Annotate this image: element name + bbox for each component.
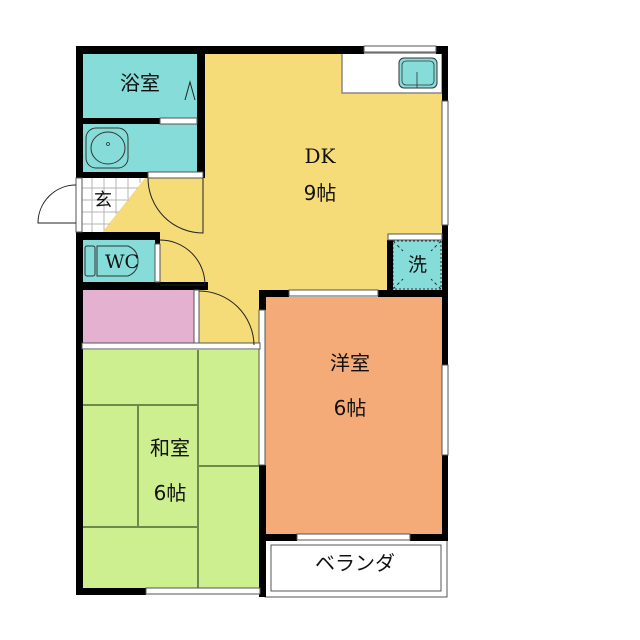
room-label-dk: DK [304, 144, 336, 168]
entrance-dk-slope [100, 175, 205, 235]
room-label-wc: WC [104, 251, 140, 273]
washer-fill [393, 240, 442, 290]
room-size-dk: 9帖 [303, 181, 337, 205]
room-size-japanese: 6帖 [153, 481, 187, 505]
room-size-western: 6帖 [333, 396, 367, 420]
door-swings [37, 80, 255, 346]
washbasin [85, 127, 129, 169]
closet-fill [82, 290, 195, 343]
western-fill [265, 297, 442, 535]
bath-fill [82, 53, 197, 118]
walls [76, 46, 448, 597]
tatami-lines [82, 350, 260, 588]
kitchen-sink [398, 57, 438, 89]
room-label-western: 洋室 [330, 351, 370, 375]
wc-fill [82, 240, 155, 282]
room-label-japanese: 和室 [150, 436, 190, 460]
veranda-fill [264, 539, 448, 598]
room-label-washer: 洗 [407, 254, 427, 276]
room-label-veranda: ベランダ [315, 551, 395, 575]
room-label-bath: 浴室 [120, 71, 160, 95]
window-frames [75, 45, 449, 595]
room-label-entrance: 玄 [94, 190, 112, 211]
entrance-tiles [82, 178, 145, 235]
toilet-bowl [96, 245, 139, 277]
washroom-fill [82, 124, 197, 172]
toilet-tank [84, 245, 96, 277]
japanese-fill [82, 350, 260, 588]
